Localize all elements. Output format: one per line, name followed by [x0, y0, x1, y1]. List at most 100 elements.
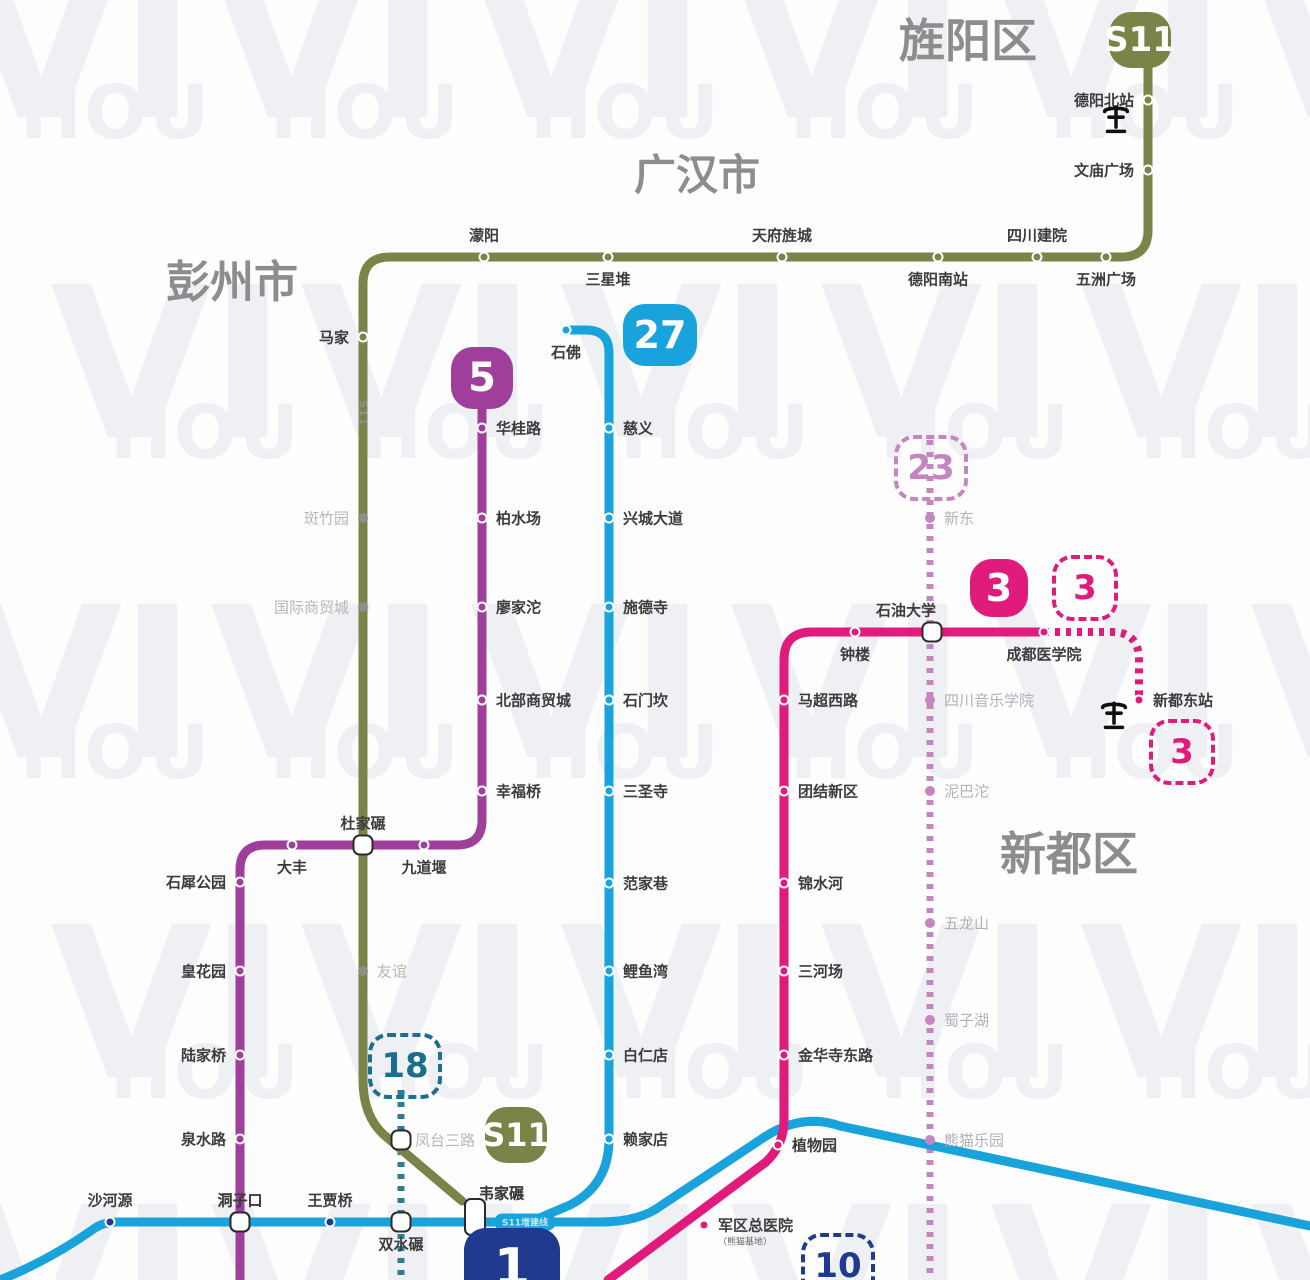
station-marker[interactable] — [1142, 94, 1154, 106]
station-label: 韦家碾 — [479, 1184, 525, 1203]
station-marker[interactable] — [778, 1049, 790, 1061]
station-label: 慈义 — [623, 419, 654, 438]
station-marker[interactable] — [234, 965, 246, 977]
station-marker[interactable] — [418, 839, 430, 851]
station-marker[interactable] — [849, 626, 861, 638]
line-badge-3[interactable]: 3 — [970, 559, 1028, 617]
station-marker[interactable] — [603, 785, 615, 797]
station-marker[interactable] — [1038, 626, 1050, 638]
station-label: 钟楼 — [839, 645, 871, 664]
station-label: 凤台三路 — [415, 1131, 476, 1150]
district-label-1: 旌阳区 — [899, 14, 1037, 68]
line-badge-10[interactable]: 10 — [801, 1233, 875, 1280]
station-marker[interactable] — [603, 965, 615, 977]
station-label: 施德寺 — [623, 598, 669, 617]
station-label: 范家巷 — [623, 874, 669, 893]
station-label: 团结新区 — [798, 782, 859, 801]
station-marker[interactable] — [778, 877, 790, 889]
station-label: 韦家碾 — [479, 1184, 525, 1203]
station-marker[interactable] — [1100, 251, 1112, 263]
line-badge-5[interactable]: 5 — [451, 347, 513, 409]
district-label-3: 彭州市 — [166, 257, 298, 308]
station-marker[interactable] — [925, 695, 935, 705]
line-badge-3-3[interactable]: 3 — [1149, 719, 1215, 785]
station-label: 五龙山 — [944, 914, 990, 933]
line-badge-s11-2[interactable]: S11 — [482, 1107, 550, 1163]
station-marker[interactable] — [603, 601, 615, 613]
station-marker[interactable] — [1031, 251, 1043, 263]
station-marker[interactable] — [776, 251, 788, 263]
station-marker[interactable] — [560, 324, 572, 336]
line-badge-18[interactable]: 18 — [368, 1033, 442, 1099]
station-marker[interactable] — [772, 1139, 784, 1151]
line-badge-1[interactable]: 1 — [464, 1228, 560, 1280]
station-marker[interactable] — [932, 251, 944, 263]
station-marker[interactable] — [358, 966, 368, 976]
station-marker[interactable] — [358, 513, 368, 523]
station-marker[interactable] — [478, 251, 490, 263]
station-marker[interactable] — [476, 422, 488, 434]
station-marker[interactable] — [234, 876, 246, 888]
station-marker[interactable] — [603, 1049, 615, 1061]
interchange-station-marker[interactable] — [390, 1211, 412, 1233]
line-badge-s11[interactable]: S11 — [1104, 12, 1176, 68]
station-marker[interactable] — [778, 965, 790, 977]
route-branch-tag: S11增建线 — [493, 1213, 557, 1231]
station-marker[interactable] — [603, 877, 615, 889]
line-badge-23[interactable]: 23 — [894, 435, 968, 501]
station-marker[interactable] — [104, 1216, 116, 1228]
line-badge-text: 5 — [468, 355, 496, 401]
station-marker[interactable] — [698, 1219, 710, 1231]
station-marker[interactable] — [925, 786, 935, 796]
station-marker[interactable] — [1133, 694, 1145, 706]
station-label: 幸福桥 — [496, 782, 542, 801]
line-badge-text: 3 — [1073, 568, 1097, 608]
station-label: 泥巴沱 — [944, 782, 990, 801]
station-marker[interactable] — [286, 839, 298, 851]
line-s11-path — [358, 57, 1153, 1206]
station-marker[interactable] — [778, 694, 790, 706]
station-marker[interactable] — [324, 1216, 336, 1228]
station-label: 兴城大道 — [623, 509, 684, 528]
station-marker[interactable] — [603, 512, 615, 524]
station-label: 五洲广场 — [1075, 270, 1137, 289]
station-marker[interactable] — [925, 1135, 935, 1145]
interchange-station-marker[interactable] — [352, 834, 374, 856]
station-marker[interactable] — [925, 918, 935, 928]
station-label: 鲤鱼湾 — [623, 962, 669, 981]
station-marker[interactable] — [476, 601, 488, 613]
line-badge-text: 3 — [985, 566, 1013, 610]
station-marker[interactable] — [925, 513, 935, 523]
line-badge-text: 3 — [1170, 732, 1194, 772]
interchange-station-marker[interactable] — [921, 621, 943, 643]
line-badge-text: S11 — [1104, 20, 1176, 60]
station-label: 大丰 — [276, 858, 308, 877]
station-marker[interactable] — [1142, 164, 1154, 176]
station-marker[interactable] — [357, 331, 369, 343]
station-label: 白仁店 — [623, 1046, 669, 1065]
station-marker[interactable] — [476, 694, 488, 706]
line-badge-27[interactable]: 27 — [623, 304, 697, 366]
station-label: 斑竹园 — [303, 509, 349, 528]
station-marker[interactable] — [603, 422, 615, 434]
station-label: 华桂路 — [496, 419, 542, 438]
station-marker[interactable] — [603, 694, 615, 706]
line-badge-3-2[interactable]: 3 — [1052, 555, 1118, 621]
station-marker[interactable] — [234, 1049, 246, 1061]
station-marker[interactable] — [476, 785, 488, 797]
station-label: 植物园 — [792, 1136, 838, 1155]
station-marker[interactable] — [476, 512, 488, 524]
station-marker[interactable] — [358, 602, 368, 612]
station-marker[interactable] — [602, 251, 614, 263]
station-label: 德阳北站 — [1073, 91, 1134, 110]
station-marker[interactable] — [925, 1015, 935, 1025]
station-label: 泉水路 — [180, 1130, 226, 1149]
station-marker[interactable] — [778, 785, 790, 797]
station-label: 沙河源 — [87, 1191, 133, 1210]
station-marker[interactable] — [603, 1133, 615, 1145]
interchange-station-marker[interactable] — [390, 1129, 412, 1151]
interchange-station-marker[interactable] — [229, 1211, 251, 1233]
station-marker[interactable] — [234, 1133, 246, 1145]
station-label: 石油大学 — [875, 601, 936, 620]
